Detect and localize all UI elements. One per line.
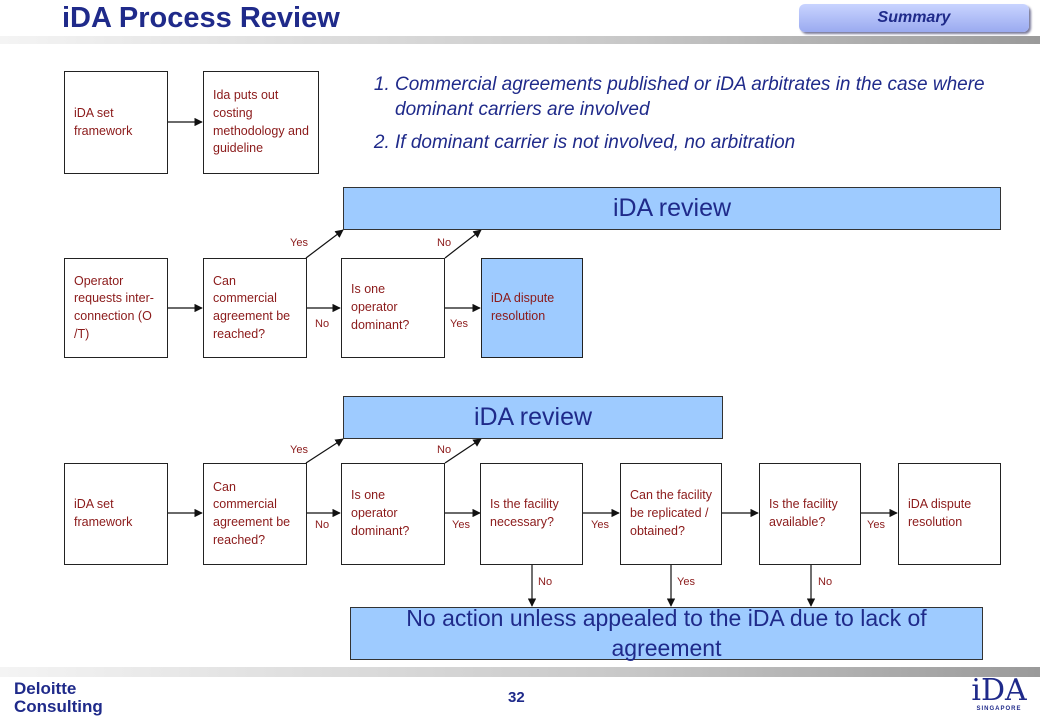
- deloitte-consulting-logo: Deloitte Consulting: [14, 680, 103, 716]
- f3-box5-text: Can the facility be replicated / obtaine…: [630, 488, 712, 538]
- f2-label-no-right: No: [315, 318, 330, 330]
- f2-label-yes-right: Yes: [450, 318, 468, 330]
- f3-box3-text: Is one operator dominant?: [351, 488, 410, 538]
- f3-ida-review: iDA review: [343, 396, 723, 439]
- f2-ida-review: iDA review: [343, 187, 1001, 230]
- logo-line-1: Deloitte: [14, 679, 77, 698]
- f3-review-text: iDA review: [473, 403, 593, 431]
- f3-box6-text: Is the facility available?: [769, 497, 838, 529]
- f3-label-yes-down-b5: Yes: [677, 576, 695, 588]
- f2-box3-text: Is one operator dominant?: [351, 282, 410, 332]
- ida-logo: iDA SINGAPORE: [968, 673, 1030, 713]
- f3-box1-text: iDA set framework: [74, 497, 133, 529]
- f3-label-yes-b6: Yes: [867, 519, 885, 531]
- f3-label-yes-b3: Yes: [452, 519, 470, 531]
- f1-box1-text: iDA set framework: [74, 105, 133, 138]
- ida-logo-sub: SINGAPORE: [976, 706, 1022, 712]
- f2-box4-text: iDA dispute resolution: [491, 291, 555, 323]
- f3-box-facility-replicated: Can the facility be replicated / obtaine…: [620, 463, 722, 565]
- f3-box-ida-set-framework: iDA set framework: [64, 463, 168, 565]
- arrow-f2-up-2: [444, 229, 482, 259]
- ida-logo-mark: iDA: [971, 673, 1027, 708]
- f1-box2-text: Ida puts out costing methodology and gui…: [213, 88, 309, 156]
- f3-box4-text: Is the facility necessary?: [490, 497, 559, 529]
- f3-box-facility-necessary: Is the facility necessary?: [480, 463, 583, 565]
- f3-no-action-box: No action unless appealed to the iDA due…: [350, 605, 983, 661]
- f2-box-operator-dominant: Is one operator dominant?: [341, 258, 445, 358]
- f1-box-costing-methodology: Ida puts out costing methodology and gui…: [203, 71, 319, 174]
- page-number: 32: [508, 689, 525, 706]
- f3-label-no-right: No: [315, 519, 330, 531]
- f2-box2-text: Can commercial agreement be reached?: [213, 273, 291, 341]
- f3-label-no-down-b4: No: [538, 576, 553, 588]
- f3-label-no-up: No: [437, 444, 452, 456]
- f3-box2-text: Can commercial agreement be reached?: [213, 479, 291, 547]
- f3-label-yes-up: Yes: [290, 444, 308, 456]
- page-title: iDA Process Review: [62, 2, 340, 34]
- footer-divider: [0, 667, 1040, 677]
- f1-box-ida-set-framework: iDA set framework: [64, 71, 168, 174]
- f3-box-commercial-agreement: Can commercial agreement be reached?: [203, 463, 307, 565]
- point-1: Commercial agreements published or iDA a…: [395, 72, 985, 123]
- f3-box7-text: iDA dispute resolution: [908, 497, 972, 529]
- f2-box-commercial-agreement: Can commercial agreement be reached?: [203, 258, 307, 358]
- logo-line-2: Consulting: [14, 696, 103, 716]
- f2-label-yes-up: Yes: [290, 237, 308, 249]
- f3-box-dispute-resolution: iDA dispute resolution: [898, 463, 1001, 565]
- f2-label-no-up: No: [437, 237, 452, 249]
- arrow-f2-up-1: [305, 229, 344, 259]
- arrow-f3-up-1: [305, 438, 344, 464]
- f2-review-text: iDA review: [612, 194, 732, 222]
- summary-tab[interactable]: Summary: [799, 4, 1029, 32]
- summary-tab-label: Summary: [877, 9, 951, 26]
- f3-no-action-text: No action unless appealed to the iDA due…: [406, 604, 927, 661]
- f2-box-operator-requests: Operator requests inter-connection (O /T…: [64, 258, 168, 358]
- f3-box-operator-dominant: Is one operator dominant?: [341, 463, 445, 565]
- f3-label-yes-b4: Yes: [591, 519, 609, 531]
- f2-box-dispute-resolution: iDA dispute resolution: [481, 258, 583, 358]
- f3-box-facility-available: Is the facility available?: [759, 463, 861, 565]
- f2-box1-text: Operator requests inter-connection (O /T…: [74, 273, 154, 341]
- f3-label-no-down-b6: No: [818, 576, 833, 588]
- arrow-f3-up-2: [444, 438, 482, 464]
- key-points: Commercial agreements published or iDA a…: [345, 72, 985, 155]
- point-2: If dominant carrier is not involved, no …: [395, 130, 985, 155]
- header-divider: [0, 36, 1040, 44]
